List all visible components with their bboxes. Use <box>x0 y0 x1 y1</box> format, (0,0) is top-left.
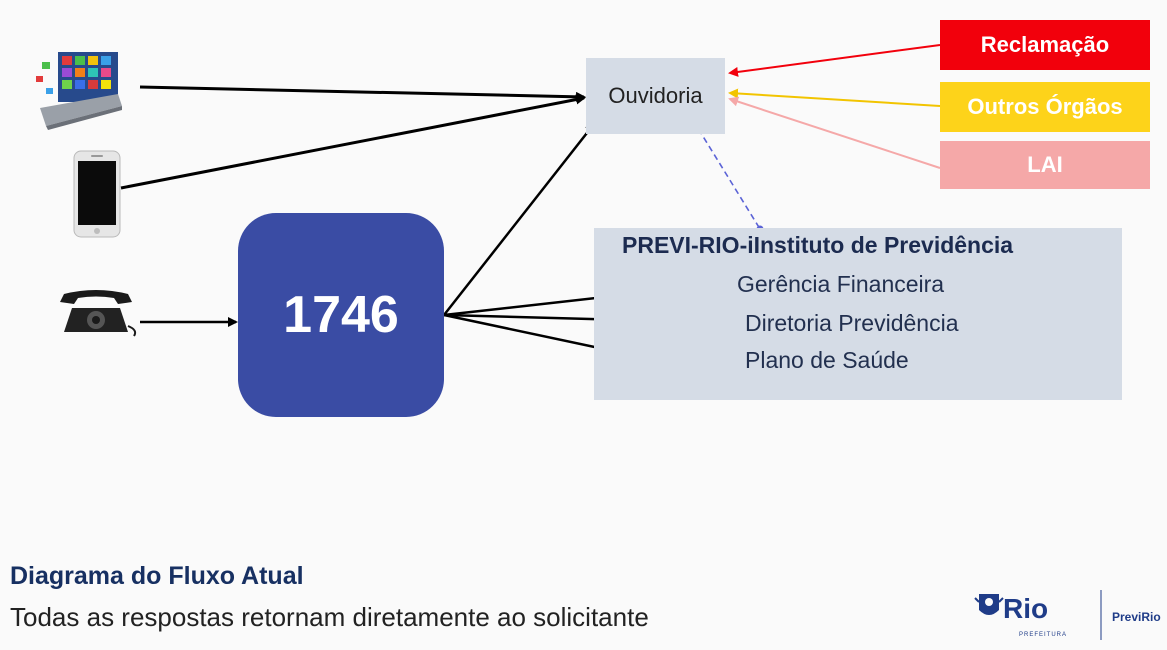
prefeitura-rio-logo: Rio PREFEITURA PreviRio <box>973 588 1167 645</box>
smartphone-icon <box>73 150 121 238</box>
laptop-icon <box>32 48 122 132</box>
previ-rio-title: PREVI-RIO-iInstituto de Previdência <box>622 232 1014 258</box>
arrow-web-to-ouvidoria <box>139 85 586 102</box>
arrow-1746-to-ouvidoria <box>443 122 596 316</box>
central-1746-node: 1746 <box>238 213 444 417</box>
diagram-subtitle: Todas as respostas retornam diretamente … <box>10 602 649 632</box>
outros-orgaos-tag: Outros Órgãos <box>940 82 1150 132</box>
logo-prefeitura-text: PREFEITURA <box>1019 632 1067 638</box>
ouvidoria-node: Ouvidoria <box>586 58 725 134</box>
arrow-mobile-to-ouvidoria <box>120 94 586 190</box>
coat-of-arms-icon <box>974 594 1004 615</box>
previ-item-diretoria-previdencia: Diretoria Previdência <box>745 310 959 336</box>
lai-tag: LAI <box>940 141 1150 189</box>
previ-item-gerencia-financeira: Gerência Financeira <box>737 271 945 297</box>
arrow-reclamacao-to-ouvidoria <box>728 44 941 77</box>
diagram-title: Diagrama do Fluxo Atual <box>10 562 304 590</box>
telephone-icon <box>56 286 140 340</box>
logo-rio-text: Rio <box>1003 593 1048 624</box>
previ-item-plano-de-saude: Plano de Saúde <box>745 347 909 373</box>
arrow-lai-to-ouvidoria <box>728 96 941 169</box>
previ-rio-box <box>594 228 1122 400</box>
arrow-outros-orgaos-to-ouvidoria <box>728 88 941 107</box>
reclamacao-tag: Reclamação <box>940 20 1150 70</box>
logo-previrio-text: PreviRio <box>1112 610 1161 624</box>
